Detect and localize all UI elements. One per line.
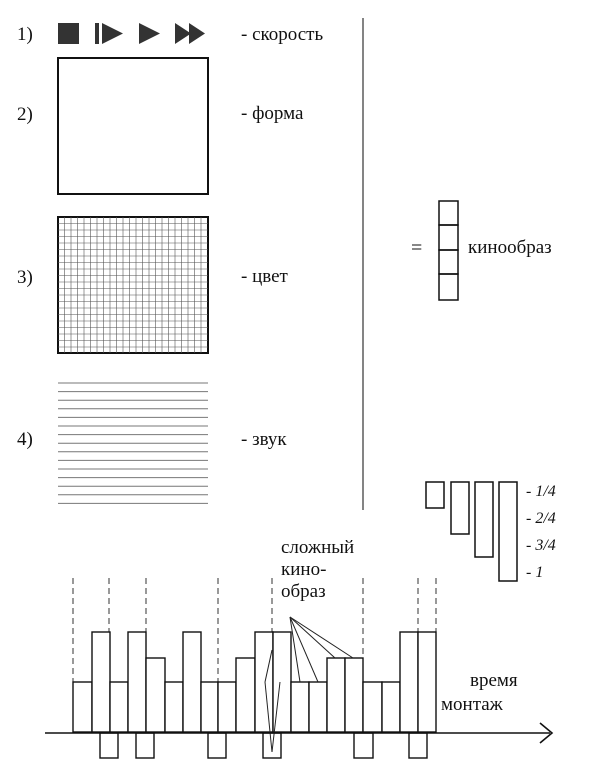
item-number-4: 4) <box>17 429 33 450</box>
speed-label: - скорость <box>241 24 324 45</box>
fraction-bars <box>425 481 518 582</box>
play-icon <box>139 23 160 44</box>
shape-label: - форма <box>241 103 304 124</box>
kinoobraz-stack <box>438 200 459 301</box>
complex-image-label: сложный кино- образ <box>281 537 354 603</box>
time-label: время <box>470 670 518 691</box>
montage-label: монтаж <box>441 694 503 715</box>
montage-bars-below <box>99 732 428 759</box>
fraction-bar-quarter <box>425 481 445 509</box>
complex-image-label-line-3: образ <box>281 580 326 602</box>
fast-forward-icon <box>175 23 205 44</box>
fraction-label-half: - 2/4 <box>526 510 556 527</box>
time-axis-arrow <box>45 722 554 744</box>
item-number-3: 3) <box>17 267 33 288</box>
item-number-2: 2) <box>17 104 33 125</box>
item-number-1: 1) <box>17 24 33 45</box>
fraction-bar-three-quarters <box>474 481 494 558</box>
fraction-label-three-quarters: - 3/4 <box>526 537 556 554</box>
montage-bars-above <box>72 631 437 733</box>
fraction-bar-half <box>450 481 470 535</box>
color-label: - цвет <box>241 266 288 287</box>
montage-dashed-lines <box>72 578 437 682</box>
sound-label: - звук <box>241 429 287 450</box>
equals-sign: = <box>411 237 423 259</box>
color-grid-square <box>57 216 209 354</box>
shape-square <box>57 57 209 195</box>
complex-image-label-line-1: сложный <box>281 537 355 558</box>
fraction-label-whole: - 1 <box>526 564 544 581</box>
kinoobraz-label: кинообраз <box>468 237 552 258</box>
stop-icon <box>58 23 79 44</box>
fraction-label-quarter: - 1/4 <box>526 483 556 500</box>
step-play-icon <box>95 23 123 44</box>
complex-image-pointer-lines <box>264 616 354 753</box>
complex-image-label-line-2: кино- <box>281 558 327 580</box>
sound-lines <box>58 382 208 504</box>
fraction-bar-whole <box>498 481 518 582</box>
